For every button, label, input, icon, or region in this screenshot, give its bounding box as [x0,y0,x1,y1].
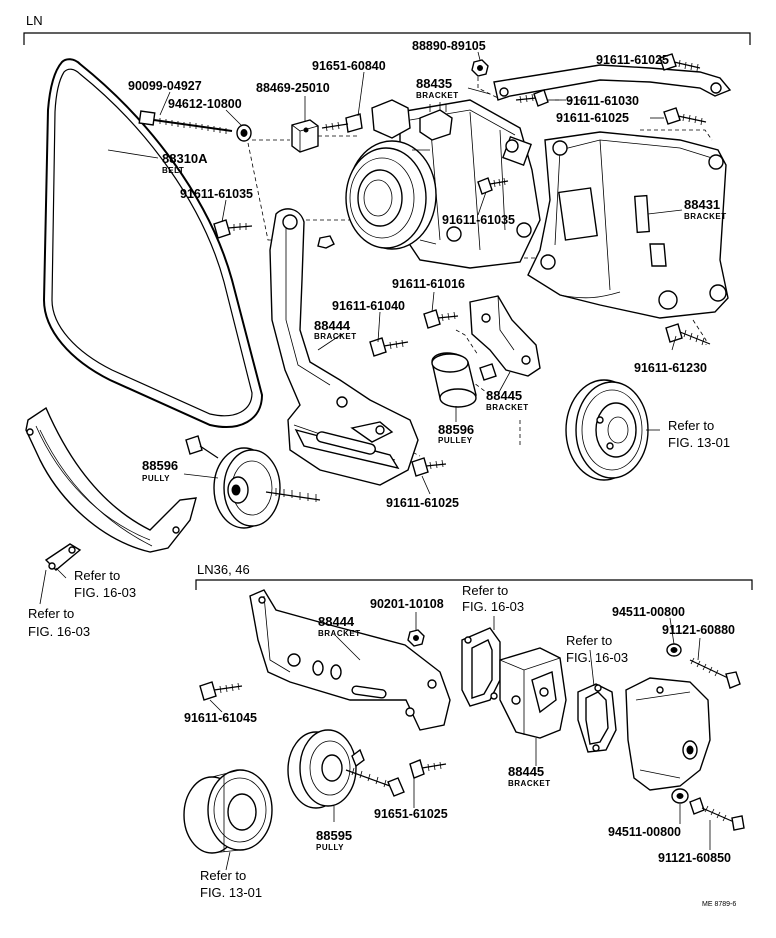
bracket-88444-lower-drawing [249,589,451,731]
part-desc-88596-pully: PULLY [142,474,170,483]
footer-code: ME 8789-6 [702,901,736,908]
reference-fig-16-03-b-line1: Refer to [28,606,74,621]
bolt-91611-61016-drawing [423,309,459,329]
part-label-88431: 88431 [684,197,720,212]
leader-lines [39,51,711,871]
nut-88890-89105-drawing [471,59,489,77]
part-label-90099-04927: 90099-04927 [128,79,202,93]
part-label-91611-61025-second: 91611-61025 [556,111,629,125]
bolt-91611-61230-drawing [665,323,711,346]
part-label-91611-61035-right: 91611-61035 [442,213,515,227]
nut-90201-10108-drawing [407,629,425,647]
reference-fig-16-03-c-line1: Refer to [462,583,508,598]
reference-fig-16-03-d-line1: Refer to [566,633,612,648]
part-label-88444-upper: 88444 [314,318,351,333]
part-desc-88596-pulley: PULLEY [438,436,473,445]
reference-fig-13-01-upper-line1: Refer to [668,418,714,433]
bolt-91611-61035-left-drawing [213,219,253,239]
part-label-91611-61025-top: 91611-61025 [596,53,669,67]
bolt-91651-60840-drawing [321,113,363,133]
part-desc-88444-lower: BRACKET [318,629,361,638]
bolt-91611-61025-second-drawing [663,107,707,126]
part-label-88310a: 88310A [162,151,208,166]
washer-94511-00800-top-drawing [666,643,682,657]
part-desc-88444-upper: BRACKET [314,332,357,341]
belt-88310a-drawing [42,58,264,428]
crank-pulley-upper-drawing [565,379,660,481]
part-label-88596-pulley: 88596 [438,422,474,437]
part-label-91611-61030: 91611-61030 [566,94,639,108]
reference-fig-16-03-d-line2: FIG. 16-03 [566,650,628,665]
reference-fig-13-01-lower-line2: FIG. 13-01 [200,885,262,900]
part-label-94511-00800-bottom: 94511-00800 [608,825,681,839]
part-desc-88431: BRACKET [684,212,727,221]
part-label-91611-61035-left: 91611-61035 [180,187,253,201]
part-label-91121-60850: 91121-60850 [658,851,731,865]
section-ln-bracket [23,32,751,45]
part-label-94511-00800-top: 94511-00800 [612,605,685,619]
bracket-88435-drawing [493,64,732,101]
gasket-lower-drawing [461,627,501,707]
part-label-91611-61045: 91611-61045 [184,711,257,725]
pulley-88595-drawing [287,729,405,809]
block-88469-25010-drawing [291,119,319,153]
part-label-91651-61025: 91651-61025 [374,807,448,821]
part-label-88444-lower: 88444 [318,614,355,629]
part-desc-88445-upper: BRACKET [486,403,529,412]
crank-pulley-lower-drawing [183,769,273,854]
bracket-88431-drawing [527,131,729,319]
reference-fig-16-03-b-line2: FIG. 16-03 [28,624,90,639]
part-label-91611-61016: 91611-61016 [392,277,465,291]
part-desc-88595: PULLY [316,843,344,852]
part-desc-88435: BRACKET [416,91,459,100]
part-label-91611-61230: 91611-61230 [634,361,707,375]
bracket-88444-upper-drawing [269,208,419,486]
bracket-88445-upper-drawing [469,295,541,377]
part-label-90201-10108: 90201-10108 [370,597,444,611]
bolt-91611-61040-drawing [369,337,409,357]
bolt-91611-61045-drawing [199,681,243,701]
bracket-88445-lower-drawing [499,647,567,739]
part-label-91121-60880: 91121-60880 [662,623,735,637]
part-label-91611-61040: 91611-61040 [332,299,405,313]
bolt-91611-61030-drawing [515,89,549,107]
pulley-88596-idler-drawing [431,352,497,408]
belt-cover-drawing [25,406,197,571]
bolt-91651-61025-drawing [409,759,447,779]
section-ln36-46-bracket [195,579,753,590]
reference-fig-16-03-c-line2: FIG. 16-03 [462,599,524,614]
section-title-ln: LN [26,13,43,28]
part-label-88595: 88595 [316,828,352,843]
part-desc-88445-lower: BRACKET [508,779,551,788]
reference-fig-16-03-a-line2: FIG. 16-03 [74,585,136,600]
bolt-91121-60850-drawing [689,797,745,831]
reference-fig-13-01-upper-line2: FIG. 13-01 [668,435,730,450]
part-label-91651-60840: 91651-60840 [312,59,386,73]
bolt-90099-04927-drawing [138,110,233,134]
part-label-91611-61025-lower: 91611-61025 [386,496,459,510]
part-label-88469-25010: 88469-25010 [256,81,330,95]
part-label-88596-pully: 88596 [142,458,178,473]
part-label-88890-89105: 88890-89105 [412,39,486,53]
washer-94511-00800-bottom-drawing [671,788,689,804]
part-label-94612-10800: 94612-10800 [168,97,242,111]
part-label-88445-upper: 88445 [486,388,522,403]
section-title-ln36-46: LN36, 46 [197,562,250,577]
washer-94612-10800-drawing [236,124,252,142]
part-label-88445-lower: 88445 [508,764,544,779]
gasket-right-drawing [577,683,617,753]
pump-housing-drawing [625,677,711,791]
bolt-91121-60880-drawing [689,657,741,689]
part-label-88435: 88435 [416,76,452,91]
pulley-88596-lower-drawing [185,435,321,529]
reference-fig-13-01-lower-line1: Refer to [200,868,246,883]
bolt-91611-61025-top-drawing [659,53,701,72]
part-desc-88310a: BELT [162,166,184,175]
bolt-91611-61025-lower-drawing [411,457,447,477]
reference-fig-16-03-a-line1: Refer to [74,568,120,583]
compressor-drawing [345,99,541,269]
